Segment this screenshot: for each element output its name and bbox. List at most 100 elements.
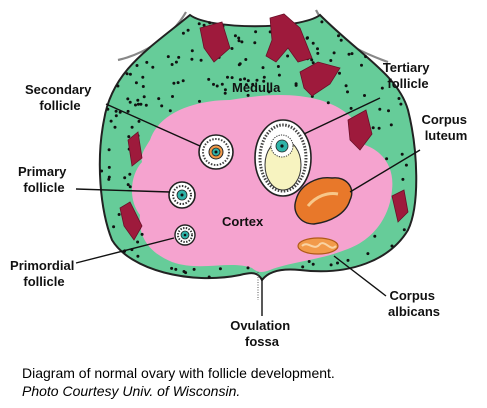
stroma-dot [171, 95, 174, 98]
stroma-dot [339, 38, 343, 42]
stroma-dot [244, 83, 248, 87]
stroma-dot [233, 34, 237, 38]
stroma-dot [174, 60, 178, 64]
stroma-dot [267, 90, 271, 94]
figure-caption: Diagram of normal ovary with follicle de… [22, 364, 482, 400]
stroma-dot [126, 183, 130, 187]
stroma-dot [243, 77, 247, 81]
stroma-dot [244, 58, 248, 61]
stroma-dot [208, 21, 212, 25]
stroma-dot [237, 63, 241, 67]
vessel-right-upper [299, 61, 341, 97]
stroma-dot [136, 102, 140, 106]
primary-follicle [168, 181, 196, 209]
label-primordial-follicle: Primordial follicle [10, 258, 78, 289]
stroma-dot [276, 65, 280, 68]
stroma-dot [316, 47, 319, 51]
stroma-dot [197, 22, 201, 26]
stroma-dot [141, 75, 145, 79]
stroma-dot [137, 119, 141, 123]
stroma-dot [109, 119, 113, 123]
stroma-dot [130, 125, 134, 129]
stroma-dot [306, 36, 309, 40]
stroma-dot [332, 51, 336, 55]
stroma-dot [107, 177, 111, 181]
tertiary-follicle [254, 119, 312, 197]
stroma-dot [320, 20, 324, 24]
stroma-dot [371, 126, 375, 130]
stroma-dot [198, 99, 201, 103]
stroma-dot [136, 254, 140, 258]
stroma-dot [326, 101, 330, 105]
stroma-dot [123, 176, 127, 180]
stroma-dot [329, 263, 333, 267]
stroma-dot [262, 79, 266, 83]
label-primary-follicle: Primary follicle [18, 164, 70, 195]
stroma-dot [277, 73, 281, 77]
leader-albicans [333, 255, 387, 297]
stroma-dot [373, 234, 377, 238]
stroma-dot [151, 65, 155, 69]
stroma-dot [346, 90, 349, 94]
stroma-dot [127, 135, 131, 139]
stroma-dot [114, 109, 118, 113]
stroma-dot [215, 84, 219, 88]
stroma-dot [301, 265, 305, 269]
stroma-dot [338, 71, 341, 75]
stroma-dot [168, 109, 172, 113]
stroma-dot [377, 126, 381, 130]
stroma-dot [192, 267, 196, 271]
stroma-dot [170, 63, 174, 66]
stroma-dot [117, 213, 121, 216]
stroma-dot [128, 172, 132, 176]
stroma-dot [141, 85, 145, 88]
stroma-dot [401, 177, 405, 181]
stroma-dot [144, 103, 148, 107]
stroma-dot [350, 52, 354, 56]
stroma-dot [240, 40, 244, 44]
label-corpus-luteum: Corpus luteum [421, 112, 470, 143]
stroma-dot [212, 82, 215, 86]
caption-line-2: Photo Courtesy Univ. of Wisconsin. [22, 383, 241, 399]
stroma-dot [134, 103, 137, 107]
stroma-dot [349, 106, 353, 110]
stroma-dot [311, 262, 315, 266]
stroma-dot [128, 185, 132, 189]
stroma-dot [378, 107, 382, 111]
stroma-dot [360, 63, 363, 67]
stroma-dot [100, 169, 104, 173]
stroma-dot [116, 84, 120, 88]
stroma-dot [218, 267, 222, 271]
stroma-dot [346, 258, 350, 262]
stroma-dot [166, 55, 170, 59]
leader-luteum [349, 149, 421, 193]
label-tertiary-follicle: Tertiary follicle [383, 60, 433, 91]
stroma-dot [246, 266, 250, 270]
stroma-dot [160, 104, 164, 108]
stroma-dot [400, 152, 404, 156]
stroma-dot [136, 240, 140, 244]
stroma-dot [107, 148, 111, 152]
stroma-dot [385, 157, 389, 161]
stroma-dot [404, 163, 408, 167]
leader-primary [75, 188, 171, 193]
stroma-dot [207, 275, 211, 279]
label-cortex: Cortex [222, 214, 264, 229]
label-secondary-follicle: Secondary follicle [25, 82, 95, 113]
leader-lines [75, 97, 421, 316]
stroma-dot [114, 114, 118, 118]
stroma-dot [262, 75, 266, 79]
stroma-dot [387, 109, 390, 113]
stroma-dot [380, 86, 384, 90]
stroma-dot [246, 93, 250, 97]
stroma-dot [253, 41, 257, 45]
stroma-dot [139, 102, 143, 106]
primordial-follicle [174, 224, 196, 246]
corpus-luteum [294, 177, 353, 225]
stroma-dot [136, 98, 140, 102]
stroma-dot [112, 225, 116, 229]
stroma-dot [128, 72, 132, 76]
stroma-dot [118, 110, 122, 114]
stroma-dot [125, 72, 129, 76]
